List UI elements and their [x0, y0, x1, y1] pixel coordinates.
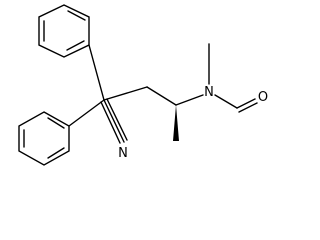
nitrile-triple-bond [100, 98, 128, 144]
molecule-drawing: N N O [18, 4, 268, 166]
phenyl-ring-upper [38, 4, 90, 58]
phenyl-ring-lower [18, 111, 70, 166]
bond-amide-n-to-carbonyl-c [214, 94, 238, 109]
bond-phenyl-lower-to-quaternary [68, 99, 105, 127]
bond-chiral-methyl-wedge [173, 105, 179, 141]
bond-ch2-to-chiral [146, 86, 177, 106]
bond-chiral-to-amide-n [175, 94, 204, 106]
bond-carbonyl-double-1 [236, 98, 256, 109]
atom-label-amide-n: N [204, 85, 214, 100]
atom-label-nitrile-n: N [118, 146, 128, 161]
structure-canvas: N N O [18, 4, 268, 166]
bond-carbonyl-double-2 [238, 102, 258, 113]
atom-label-carbonyl-o: O [258, 90, 268, 105]
bond-phenyl-upper-to-quaternary [88, 44, 105, 101]
bond-quaternary-to-ch2 [103, 86, 148, 101]
